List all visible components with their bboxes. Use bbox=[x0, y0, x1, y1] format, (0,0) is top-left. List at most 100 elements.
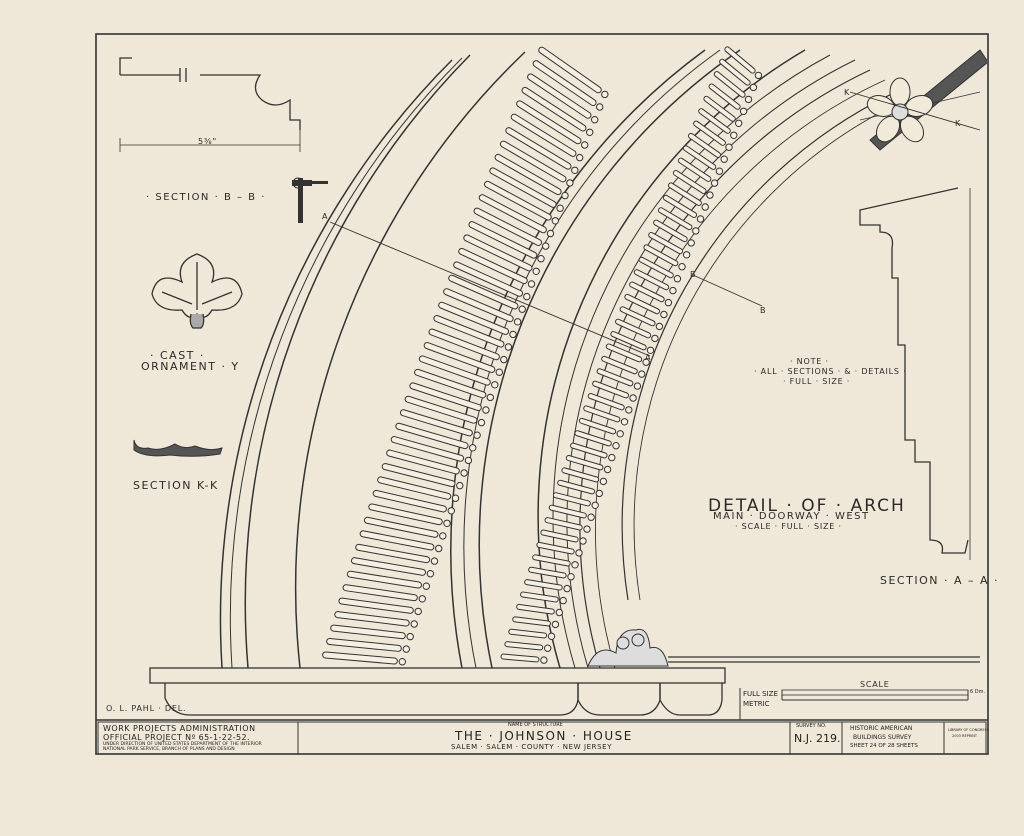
rosette-bottom bbox=[587, 628, 669, 667]
scale-full-size: FULL SIZE bbox=[743, 690, 778, 698]
rosette-top bbox=[866, 77, 934, 143]
arch-flutes bbox=[322, 46, 763, 666]
flute bbox=[532, 554, 571, 567]
base-moulding bbox=[149, 656, 980, 716]
flute bbox=[423, 342, 496, 373]
flute bbox=[404, 395, 478, 424]
flute bbox=[438, 301, 510, 335]
habs-line-2: BUILDINGS SURVEY bbox=[853, 734, 912, 741]
scale-bar bbox=[781, 689, 969, 701]
bead bbox=[660, 310, 668, 319]
flute bbox=[524, 579, 563, 591]
flute bbox=[532, 60, 597, 107]
marker-k1: K bbox=[844, 88, 851, 97]
marker-a2: A bbox=[645, 353, 652, 362]
title-block bbox=[97, 688, 987, 755]
bead bbox=[563, 584, 571, 593]
bead bbox=[566, 179, 574, 187]
bead bbox=[523, 292, 531, 301]
flute bbox=[570, 442, 608, 459]
flute bbox=[698, 108, 731, 134]
bead bbox=[678, 263, 686, 271]
bead bbox=[608, 453, 616, 462]
flute bbox=[418, 355, 491, 386]
flute bbox=[658, 207, 693, 231]
flute bbox=[372, 489, 447, 513]
flute bbox=[510, 113, 577, 157]
bead bbox=[546, 229, 555, 238]
bead bbox=[696, 215, 705, 223]
flute bbox=[703, 95, 736, 122]
flute bbox=[516, 100, 582, 145]
wpa-label: WORK PROJECTS ADMINISTRATION bbox=[103, 724, 256, 733]
flute bbox=[494, 153, 562, 196]
flute bbox=[648, 232, 683, 255]
bead bbox=[596, 103, 604, 111]
flute bbox=[448, 274, 519, 310]
scale-end: 6 Dm. bbox=[970, 689, 986, 695]
library-line-2: 2003 REPRINT bbox=[952, 734, 977, 738]
flute bbox=[708, 83, 741, 110]
flute bbox=[724, 46, 756, 74]
survey-no: N.J. 219. bbox=[794, 732, 841, 745]
scale-label: SCALE bbox=[860, 680, 890, 689]
bead bbox=[473, 431, 481, 439]
bead bbox=[620, 418, 629, 426]
bead bbox=[586, 128, 594, 137]
bead bbox=[575, 549, 583, 557]
flute bbox=[552, 492, 591, 507]
flute bbox=[428, 328, 500, 361]
flute bbox=[677, 157, 712, 182]
marker-a1: A bbox=[322, 212, 329, 221]
flute bbox=[601, 355, 638, 375]
bead bbox=[482, 406, 490, 414]
flute bbox=[544, 517, 583, 531]
flute bbox=[399, 409, 473, 437]
bead bbox=[638, 370, 646, 378]
flute bbox=[587, 393, 625, 411]
flute bbox=[350, 557, 427, 576]
structure-name: THE · JOHNSON · HOUSE bbox=[455, 729, 633, 743]
flute bbox=[633, 269, 670, 291]
sheet-number: SHEET 24 OF 28 SHEETS bbox=[850, 743, 918, 749]
bead bbox=[646, 346, 655, 354]
bead bbox=[469, 444, 477, 452]
bead bbox=[682, 251, 691, 259]
marker-k2: K bbox=[955, 119, 962, 128]
bead bbox=[414, 607, 422, 616]
dimension-label: 5⅜" bbox=[198, 137, 217, 146]
bead bbox=[701, 203, 709, 211]
flute bbox=[557, 479, 596, 495]
flute bbox=[574, 430, 612, 447]
flute bbox=[643, 244, 679, 267]
bead bbox=[730, 131, 738, 140]
flute bbox=[528, 566, 567, 579]
bead bbox=[422, 582, 430, 590]
flute bbox=[682, 145, 717, 170]
bead bbox=[601, 90, 609, 99]
flute bbox=[326, 637, 402, 652]
bead bbox=[504, 343, 513, 351]
flute bbox=[463, 234, 533, 272]
flute bbox=[520, 591, 559, 603]
bead bbox=[551, 620, 560, 629]
flute bbox=[596, 368, 634, 387]
bead bbox=[486, 393, 494, 402]
bead bbox=[456, 481, 464, 490]
bead bbox=[500, 355, 508, 364]
bead bbox=[567, 573, 575, 581]
flute bbox=[377, 476, 452, 500]
bead bbox=[583, 525, 591, 533]
note-line-1: · NOTE · bbox=[790, 357, 829, 366]
flute bbox=[578, 417, 617, 435]
flute bbox=[583, 405, 621, 423]
bead bbox=[537, 255, 545, 263]
flute bbox=[719, 58, 751, 86]
flute bbox=[355, 543, 431, 564]
cast-ornament-y bbox=[151, 253, 243, 329]
flute bbox=[478, 194, 547, 234]
note-line-3: · FULL · SIZE · bbox=[783, 377, 851, 386]
flute bbox=[453, 261, 524, 297]
